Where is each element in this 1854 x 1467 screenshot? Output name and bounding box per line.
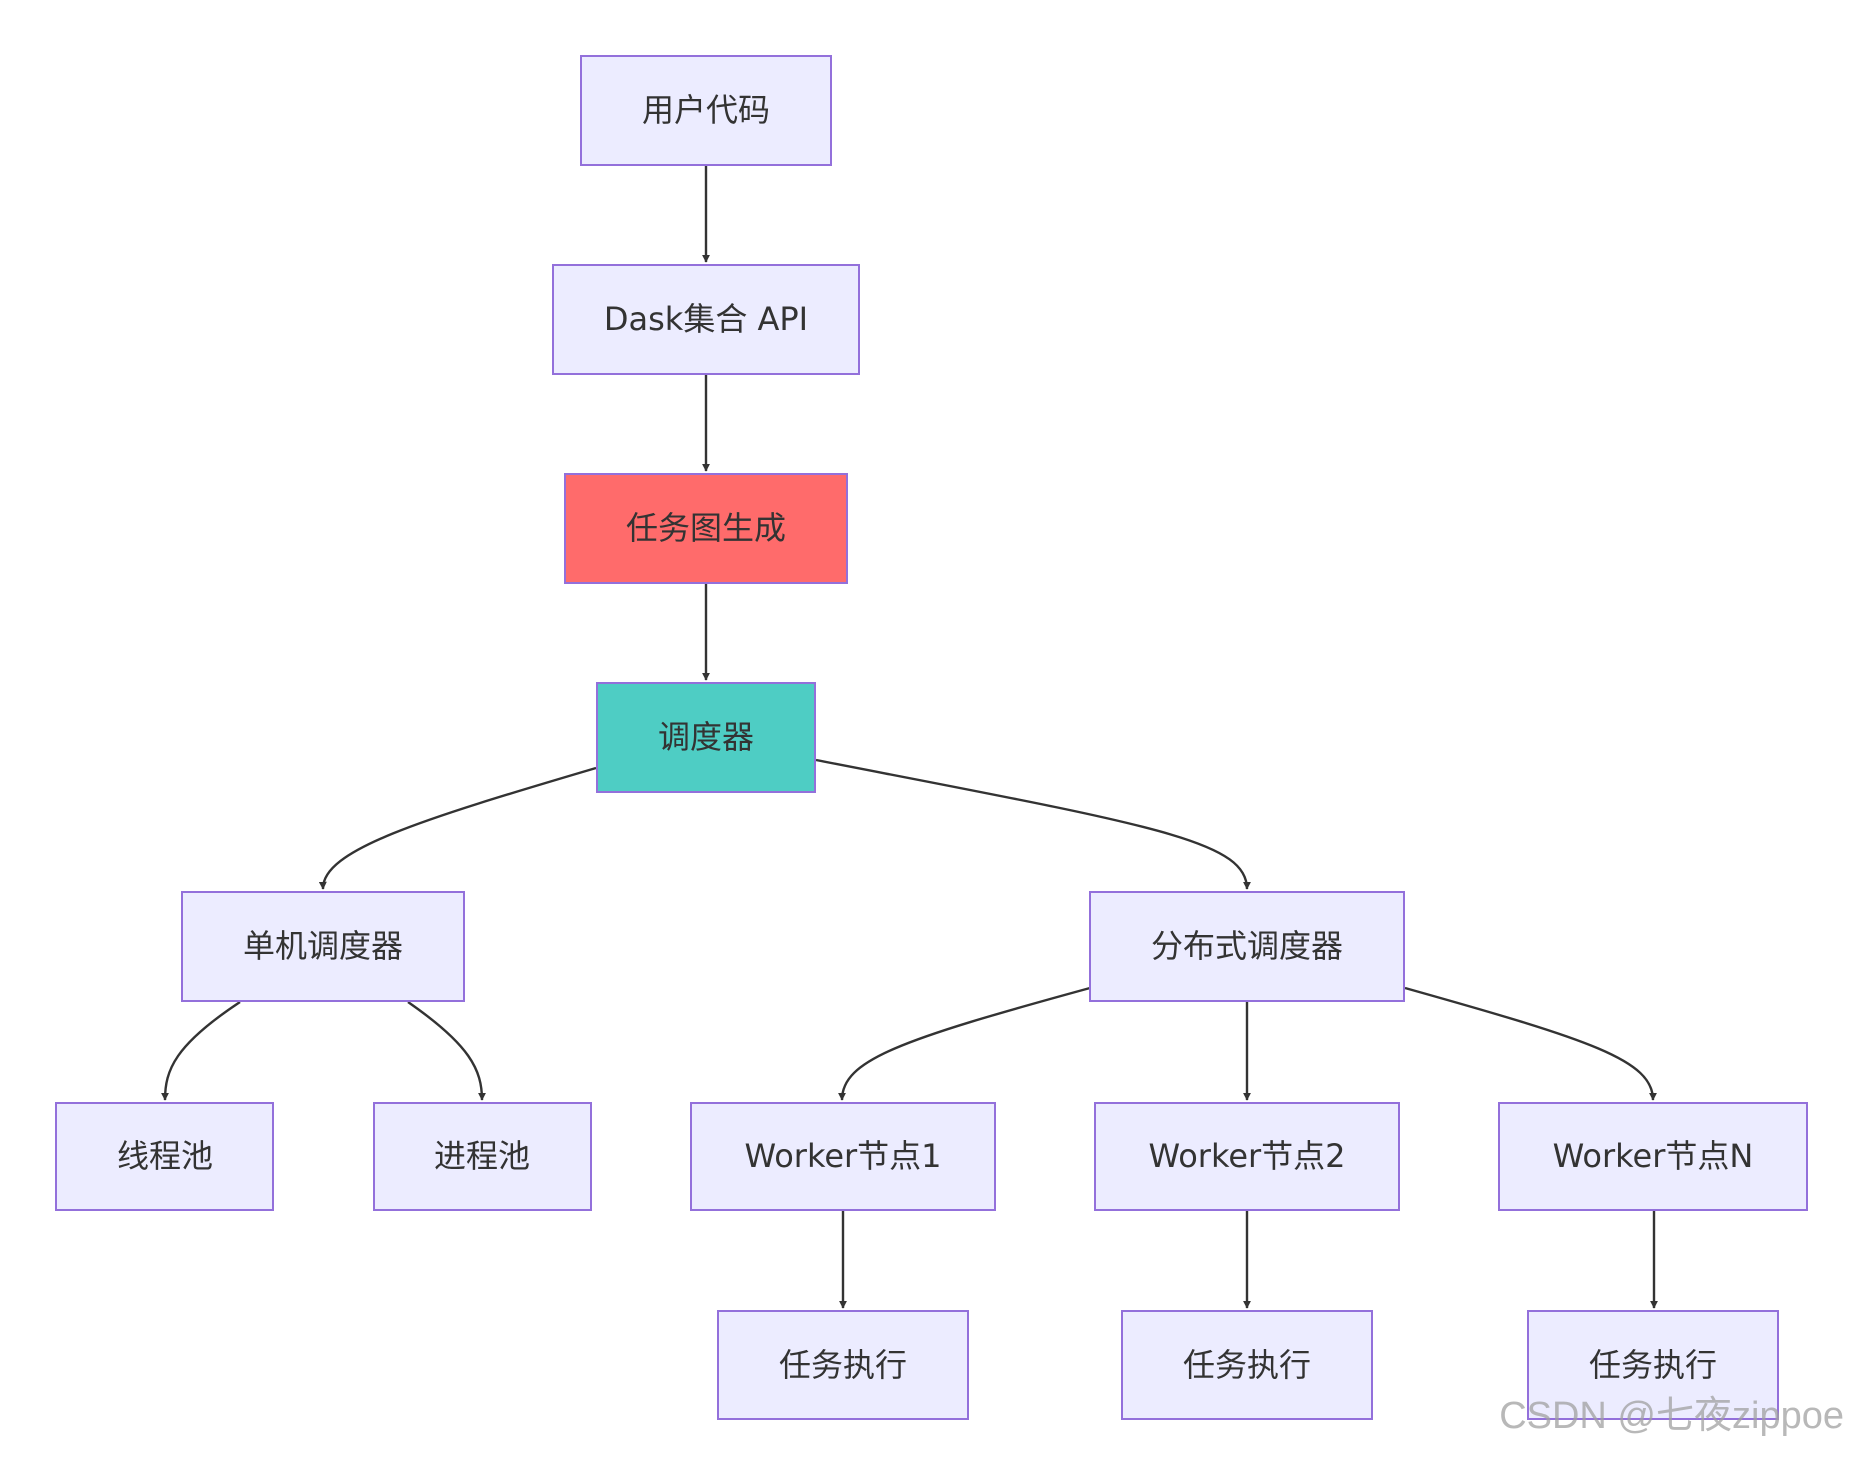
edge-distributed-to-worker-1 bbox=[838, 986, 1091, 1101]
node-label: 任务执行 bbox=[1183, 1346, 1311, 1384]
watermark: CSDN @七夜zippoe bbox=[1499, 1395, 1844, 1437]
node-box bbox=[690, 1102, 996, 1211]
node-box bbox=[717, 1310, 969, 1420]
node-box bbox=[1094, 1102, 1400, 1211]
edge-scheduler-to-distributed-scheduler bbox=[815, 758, 1251, 890]
node-box bbox=[181, 891, 465, 1002]
edge-local-to-process-pool bbox=[407, 1001, 486, 1101]
node-process-pool: 进程池 bbox=[373, 1102, 592, 1211]
node-label: Worker节点N bbox=[1553, 1137, 1754, 1175]
node-box bbox=[373, 1102, 592, 1211]
node-user-code: 用户代码 bbox=[580, 55, 832, 166]
node-box bbox=[1089, 891, 1405, 1002]
node-label: 任务图生成 bbox=[626, 509, 786, 547]
edges bbox=[161, 166, 1658, 1309]
edge-scheduler-to-local-scheduler bbox=[318, 766, 597, 890]
node-scheduler: 调度器 bbox=[596, 682, 816, 793]
node-task-graph: 任务图生成 bbox=[564, 473, 848, 584]
node-label: 进程池 bbox=[434, 1137, 530, 1175]
node-exec-2: 任务执行 bbox=[1121, 1310, 1373, 1420]
node-label: 单机调度器 bbox=[243, 927, 403, 965]
edge-local-to-thread-pool bbox=[161, 1000, 241, 1101]
node-dask-api: Dask集合 API bbox=[552, 264, 860, 375]
node-label: 用户代码 bbox=[642, 91, 770, 129]
node-label: Worker节点1 bbox=[744, 1137, 941, 1175]
node-local-scheduler: 单机调度器 bbox=[181, 891, 465, 1002]
node-box bbox=[55, 1102, 274, 1211]
node-box bbox=[564, 473, 848, 584]
edge-distributed-to-worker-n bbox=[1404, 986, 1657, 1101]
node-box bbox=[596, 682, 816, 793]
node-label: 任务执行 bbox=[779, 1346, 907, 1384]
node-label: 任务执行 bbox=[1589, 1346, 1717, 1384]
node-box bbox=[580, 55, 832, 166]
node-box bbox=[552, 264, 860, 375]
node-box bbox=[1121, 1310, 1373, 1420]
node-label: 线程池 bbox=[117, 1137, 213, 1175]
node-thread-pool: 线程池 bbox=[55, 1102, 274, 1211]
node-exec-n: 任务执行 bbox=[1527, 1310, 1779, 1420]
node-label: Dask集合 API bbox=[604, 300, 808, 338]
node-box bbox=[1498, 1102, 1808, 1211]
node-exec-1: 任务执行 bbox=[717, 1310, 969, 1420]
node-worker-n: Worker节点N bbox=[1498, 1102, 1808, 1211]
node-worker-1: Worker节点1 bbox=[690, 1102, 996, 1211]
node-label: Worker节点2 bbox=[1148, 1137, 1345, 1175]
node-label: 分布式调度器 bbox=[1151, 927, 1343, 965]
node-box bbox=[1527, 1310, 1779, 1420]
node-distributed-scheduler: 分布式调度器 bbox=[1089, 891, 1405, 1002]
node-worker-2: Worker节点2 bbox=[1094, 1102, 1400, 1211]
node-label: 调度器 bbox=[658, 718, 754, 756]
